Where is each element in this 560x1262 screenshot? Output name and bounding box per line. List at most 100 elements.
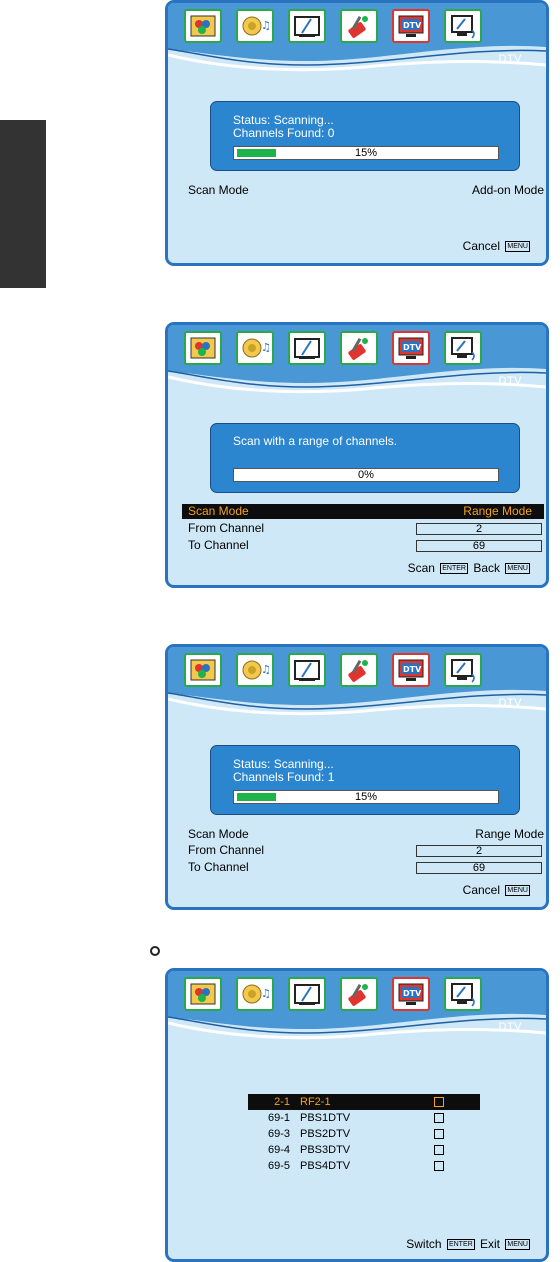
menu-tab-dtv[interactable]: DTV bbox=[392, 977, 430, 1011]
dtv-scan-screen-range-scanning: ♫DTV DTV Status: Scanning... Channels Fo… bbox=[165, 644, 549, 910]
channel-name: PBS1DTV bbox=[300, 1112, 351, 1124]
setup-tools-icon bbox=[348, 15, 368, 38]
menu-tab-picture[interactable] bbox=[184, 653, 222, 687]
channel-name: PBS4DTV bbox=[300, 1160, 351, 1172]
menu-tab-sound[interactable]: ♫ bbox=[236, 331, 274, 365]
screen-icon bbox=[294, 338, 320, 359]
from-channel-row[interactable]: From Channel 2 bbox=[188, 843, 546, 858]
menu-tab-sound[interactable]: ♫ bbox=[236, 9, 274, 43]
sound-icon: ♫ bbox=[242, 660, 269, 680]
from-channel-field[interactable]: 2 bbox=[416, 523, 542, 535]
menu-key-icon[interactable]: MENU bbox=[505, 1239, 530, 1251]
channel-name: RF2-1 bbox=[300, 1096, 331, 1108]
channel-number: 69-3 bbox=[267, 1128, 290, 1140]
scan-mode-row[interactable]: Scan Mode Add-on Mode bbox=[188, 183, 546, 198]
dtv-icon: DTV bbox=[398, 337, 424, 359]
menu-tab-dtv[interactable]: DTV bbox=[392, 331, 430, 365]
dtv-scan-screen-addon: ♫DTV DTV Status: Scanning... Channels Fo… bbox=[165, 0, 549, 266]
menu-key-icon[interactable]: MENU bbox=[505, 885, 530, 897]
dtv-icon: DTV bbox=[398, 983, 424, 1005]
scan-mode-row[interactable]: Scan Mode Range Mode bbox=[182, 504, 544, 519]
to-channel-row[interactable]: To Channel 69 bbox=[188, 860, 546, 875]
to-channel-row[interactable]: To Channel 69 bbox=[188, 538, 546, 553]
channel-row[interactable]: 69-5 PBS4DTV bbox=[248, 1158, 480, 1174]
menu-tab-screen[interactable] bbox=[288, 977, 326, 1011]
sound-icon: ♫ bbox=[242, 338, 269, 358]
scan-mode-value: Add-on Mode bbox=[471, 183, 544, 197]
setup-tools-icon bbox=[348, 983, 368, 1006]
to-channel-field[interactable]: 69 bbox=[416, 540, 542, 552]
screen-icon bbox=[294, 16, 320, 37]
enter-key-icon[interactable]: ENTER bbox=[446, 1239, 475, 1251]
menu-tab-sound[interactable]: ♫ bbox=[236, 977, 274, 1011]
cancel-label: Cancel bbox=[462, 883, 501, 897]
menu-tab-sound[interactable]: ♫ bbox=[236, 653, 274, 687]
scan-mode-row[interactable]: Scan Mode Range Mode bbox=[188, 827, 546, 842]
channel-number: 69-4 bbox=[267, 1144, 290, 1156]
menu-tab-setup-tools[interactable] bbox=[340, 9, 378, 43]
svg-text:DTV: DTV bbox=[403, 21, 422, 30]
status-text: Status: Scanning... bbox=[233, 113, 334, 127]
sound-icon: ♫ bbox=[242, 984, 269, 1004]
screen-icon bbox=[294, 660, 320, 681]
menu-tab-picture[interactable] bbox=[184, 331, 222, 365]
exit-label: Exit bbox=[480, 1237, 501, 1251]
from-channel-field[interactable]: 2 bbox=[416, 845, 542, 857]
settings-tv-icon bbox=[451, 337, 475, 361]
channel-row[interactable]: 69-3 PBS2DTV bbox=[248, 1126, 480, 1142]
menu-key-icon[interactable]: MENU bbox=[505, 563, 530, 575]
channel-row[interactable]: 2-1 RF2-1 bbox=[248, 1094, 480, 1110]
bullet-icon bbox=[150, 946, 160, 956]
menu-tab-settings-tv[interactable] bbox=[444, 977, 482, 1011]
channel-name: PBS3DTV bbox=[300, 1144, 351, 1156]
channel-row[interactable]: 69-4 PBS3DTV bbox=[248, 1142, 480, 1158]
scan-label: Scan bbox=[407, 561, 435, 575]
menu-tab-picture[interactable] bbox=[184, 977, 222, 1011]
menu-tab-settings-tv[interactable] bbox=[444, 9, 482, 43]
channel-checkbox[interactable] bbox=[434, 1145, 444, 1155]
menu-tab-picture[interactable] bbox=[184, 9, 222, 43]
menu-icon-row: ♫ DTV bbox=[184, 331, 482, 365]
channel-row[interactable]: 69-1 PBS1DTV bbox=[248, 1110, 480, 1126]
switch-label: Switch bbox=[406, 1237, 442, 1251]
picture-icon bbox=[190, 983, 216, 1005]
svg-text:♫: ♫ bbox=[261, 987, 269, 1000]
menu-icon-row: ♫ DTV bbox=[184, 977, 482, 1011]
menu-tab-screen[interactable] bbox=[288, 331, 326, 365]
scan-mode-value: Range Mode bbox=[463, 504, 532, 518]
scan-mode-label: Scan Mode bbox=[188, 183, 249, 197]
to-channel-field[interactable]: 69 bbox=[416, 862, 542, 874]
scan-status-panel: Status: Scanning... Channels Found: 0 15… bbox=[210, 101, 520, 171]
menu-tab-screen[interactable] bbox=[288, 9, 326, 43]
menu-tab-dtv[interactable]: DTV bbox=[392, 9, 430, 43]
menu-tab-setup-tools[interactable] bbox=[340, 977, 378, 1011]
footer-hint: Switch ENTER Exit MENU bbox=[406, 1237, 532, 1251]
progress-bar: 15% bbox=[233, 146, 499, 160]
menu-tab-settings-tv[interactable] bbox=[444, 653, 482, 687]
channel-number: 69-5 bbox=[267, 1160, 290, 1172]
menu-bar: ♫ DTV bbox=[168, 325, 546, 405]
menu-title: DTV bbox=[498, 697, 522, 709]
channel-checkbox[interactable] bbox=[434, 1129, 444, 1139]
from-channel-label: From Channel bbox=[188, 843, 265, 857]
menu-bar: ♫ DTV bbox=[168, 647, 546, 727]
menu-tab-settings-tv[interactable] bbox=[444, 331, 482, 365]
settings-tv-icon bbox=[451, 983, 475, 1007]
menu-tab-setup-tools[interactable] bbox=[340, 653, 378, 687]
scan-message-text: Scan with a range of channels. bbox=[233, 434, 398, 448]
channel-checkbox[interactable] bbox=[434, 1161, 444, 1171]
status-text: Status: Scanning... bbox=[233, 757, 334, 771]
menu-title: DTV bbox=[498, 375, 522, 387]
from-channel-row[interactable]: From Channel 2 bbox=[188, 521, 546, 536]
screen-icon bbox=[294, 984, 320, 1005]
enter-key-icon[interactable]: ENTER bbox=[440, 563, 468, 575]
channel-checkbox[interactable] bbox=[434, 1097, 444, 1107]
settings-tv-icon bbox=[451, 15, 475, 39]
menu-tab-screen[interactable] bbox=[288, 653, 326, 687]
menu-tab-dtv[interactable]: DTV bbox=[392, 653, 430, 687]
channels-found-text: Channels Found: 0 bbox=[233, 126, 335, 140]
svg-text:DTV: DTV bbox=[403, 665, 422, 674]
channel-checkbox[interactable] bbox=[434, 1113, 444, 1123]
menu-key-icon[interactable]: MENU bbox=[505, 241, 530, 253]
menu-tab-setup-tools[interactable] bbox=[340, 331, 378, 365]
